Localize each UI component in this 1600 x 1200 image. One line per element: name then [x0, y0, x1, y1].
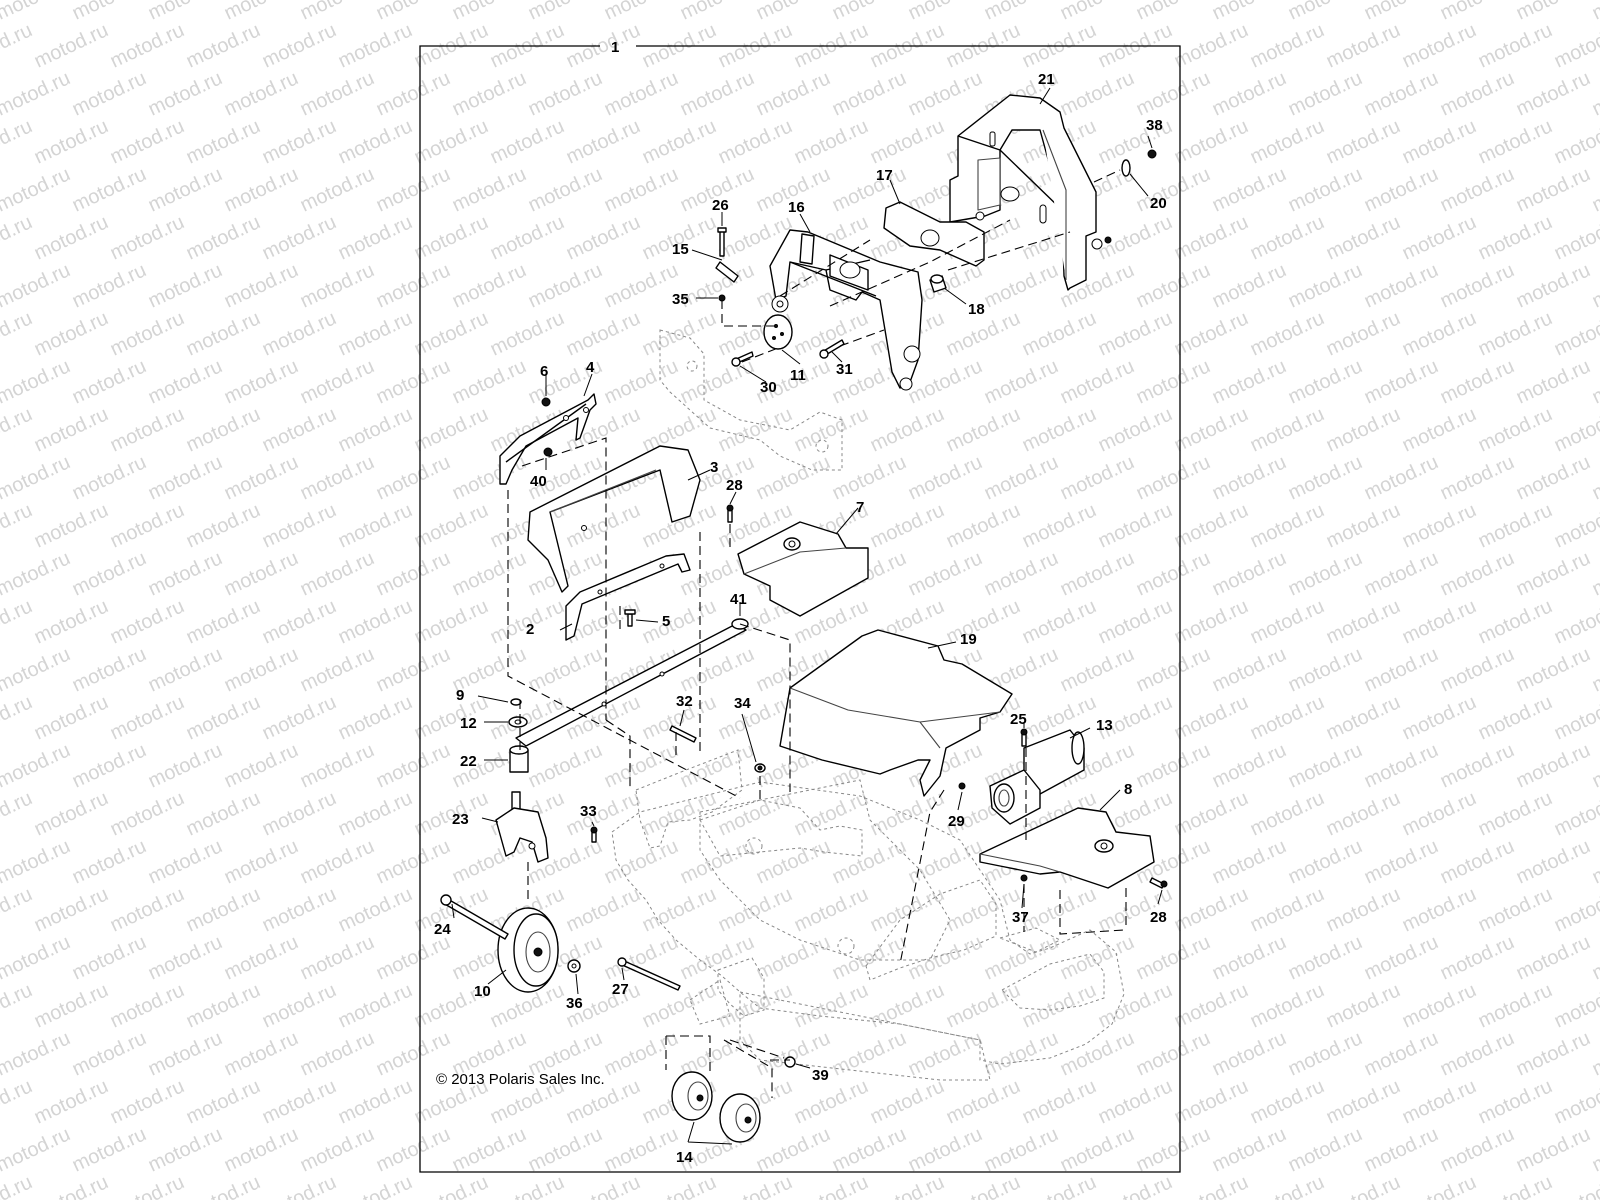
- part-14-rollers: [671, 1071, 761, 1143]
- callout-10: 10: [474, 983, 491, 1000]
- part-22-bushing: [509, 745, 529, 773]
- part-25-screw: [1020, 728, 1028, 747]
- frame-label: 1: [611, 39, 619, 56]
- callout-35: 35: [672, 291, 689, 308]
- callout-28-upper: 28: [726, 477, 743, 494]
- part-15-pin: [715, 261, 739, 283]
- callout-41: 41: [730, 591, 747, 608]
- callout-9: 9: [456, 687, 464, 704]
- callout-20: 20: [1150, 195, 1167, 212]
- part-34-clip: [754, 763, 766, 773]
- part-24-axle-bolt: [440, 894, 509, 940]
- callout-23: 23: [452, 811, 469, 828]
- callout-18: 18: [968, 301, 985, 318]
- callout-7: 7: [856, 499, 864, 516]
- callout-26: 26: [712, 197, 729, 214]
- callout-29: 29: [948, 813, 965, 830]
- callout-36: 36: [566, 995, 583, 1012]
- callout-16: 16: [788, 199, 805, 216]
- part-2-lower-bracket: [565, 553, 691, 641]
- callout-27: 27: [612, 981, 629, 998]
- part-36-nut: [567, 959, 581, 973]
- part-3-hood-shell: [527, 445, 701, 593]
- callout-17: 17: [876, 167, 893, 184]
- callout-30: 30: [760, 379, 777, 396]
- part-31-bolt: [819, 339, 845, 359]
- part-19-deck-cover: [779, 629, 1013, 797]
- callout-32: 32: [676, 693, 693, 710]
- callout-24: 24: [434, 921, 451, 938]
- part-7-cover-plate: [737, 521, 869, 617]
- callout-22: 22: [460, 753, 477, 770]
- callout-40: 40: [530, 473, 547, 490]
- callout-2: 2: [526, 621, 534, 638]
- callout-34: 34: [734, 695, 751, 712]
- ghost-deck-mount-upper: [659, 329, 843, 471]
- watermark-text: motod.ru: [1589, 0, 1600, 25]
- part-33-bolt: [590, 826, 598, 843]
- callout-39: 39: [812, 1067, 829, 1084]
- callout-38: 38: [1146, 117, 1163, 134]
- part-32-pin: [669, 725, 697, 743]
- part-23-caster-yoke: [495, 791, 549, 863]
- part-4-hood-bracket: [499, 393, 597, 485]
- part-40-nut: [543, 447, 553, 457]
- part-18-spacer: [929, 274, 947, 293]
- callout-37: 37: [1012, 909, 1029, 926]
- callout-19: 19: [960, 631, 977, 648]
- part-37-screw: [1020, 874, 1028, 882]
- callout-4: 4: [586, 359, 595, 376]
- part-39-nut: [784, 1056, 796, 1068]
- part-13-motor: [989, 729, 1085, 825]
- part-29-screw: [958, 782, 966, 790]
- part-10-wheel: [497, 907, 559, 993]
- copyright-notice: © 2013 Polaris Sales Inc.: [436, 1071, 605, 1088]
- part-26-bolt: [717, 227, 727, 257]
- callout-21: 21: [1038, 71, 1055, 88]
- callout-11: 11: [790, 367, 806, 384]
- callout-12: 12: [460, 715, 477, 732]
- callout-28-lower: 28: [1150, 909, 1167, 926]
- part-11-disc: [763, 314, 793, 350]
- part-20-washer: [1121, 159, 1131, 177]
- part-28-bolt-lower: [1149, 877, 1168, 889]
- callout-5: 5: [662, 613, 670, 630]
- callout-13: 13: [1096, 717, 1113, 734]
- callout-15: 15: [672, 241, 689, 258]
- callout-3: 3: [710, 459, 718, 476]
- callout-31: 31: [836, 361, 853, 378]
- callout-6: 6: [540, 363, 548, 380]
- part-38-nut: [1147, 149, 1157, 159]
- part-5-screw: [624, 609, 636, 627]
- part-12-washer: [508, 716, 528, 728]
- part-6-nut: [541, 397, 551, 407]
- callout-33: 33: [580, 803, 597, 820]
- part-41-tie-bar: [515, 618, 749, 747]
- callout-8: 8: [1124, 781, 1132, 798]
- callout-25: 25: [1010, 711, 1027, 728]
- part-28-bolt-upper: [726, 504, 734, 523]
- callout-14: 14: [676, 1149, 693, 1166]
